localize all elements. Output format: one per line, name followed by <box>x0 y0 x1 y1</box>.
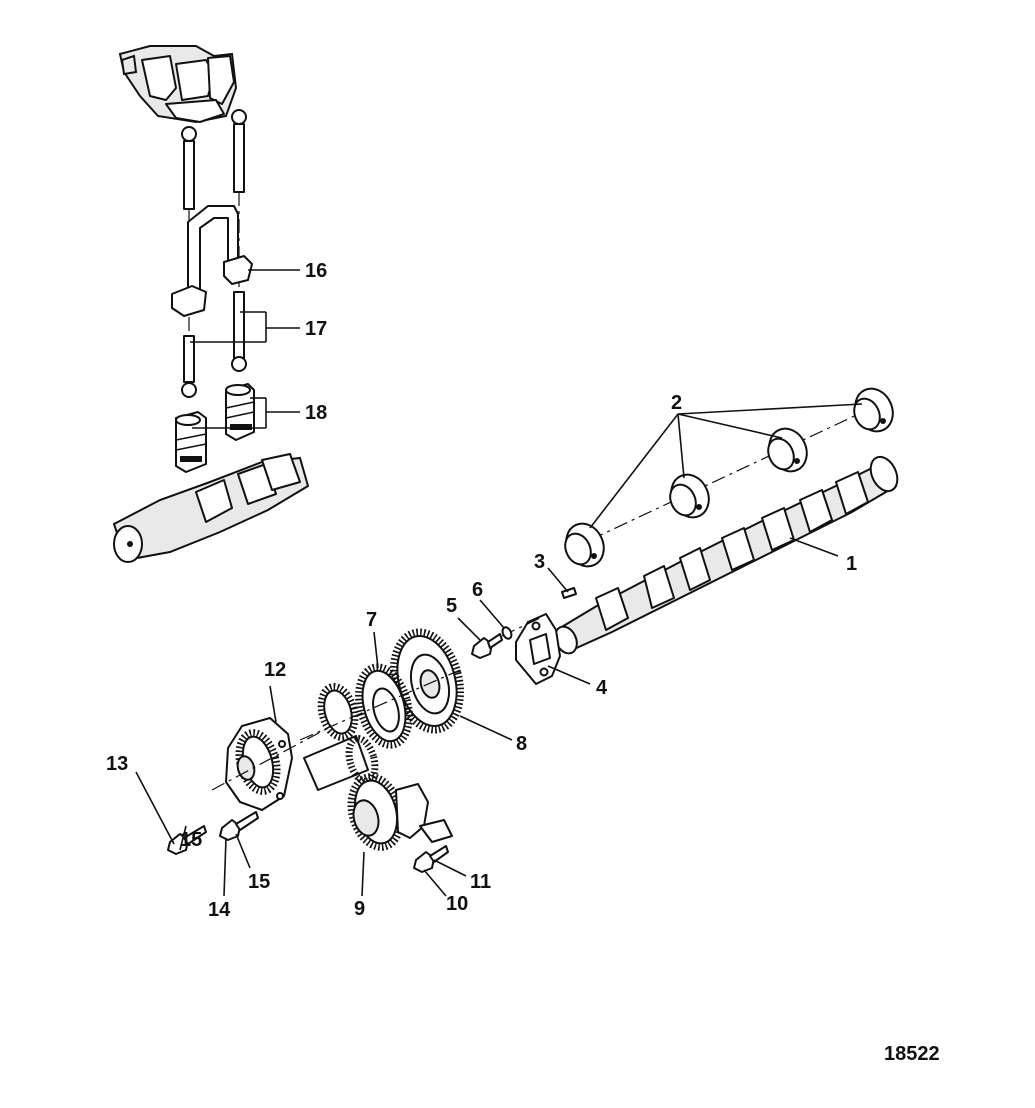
lower-gear-bolt <box>413 845 449 873</box>
callout-12: 12 <box>264 659 286 681</box>
callout-16: 16 <box>305 260 327 282</box>
callout-18: 18 <box>305 402 327 424</box>
valve-lifter-left <box>175 411 207 473</box>
woodruff-key <box>561 587 577 599</box>
camshaft-lobe-inset <box>112 453 310 563</box>
valve-lifter-right <box>225 383 255 441</box>
rocker-arm-inset <box>118 45 238 124</box>
callout-11: 11 <box>470 871 491 893</box>
camshaft-bearing-set <box>564 387 894 568</box>
callout-4: 4 <box>596 677 608 699</box>
callout-10: 10 <box>446 893 468 915</box>
callout-3: 3 <box>534 551 545 573</box>
thrust-plate <box>515 613 561 685</box>
camshaft-bearing-2 <box>669 473 710 519</box>
callout-14: 14 <box>208 899 231 921</box>
callout-15-lower: 15 <box>248 871 270 893</box>
callout-6: 6 <box>472 579 483 601</box>
callout-15-upper: 15 <box>180 829 202 851</box>
camshaft-bearing-3 <box>767 427 808 473</box>
camshaft-bearing-1 <box>564 522 605 568</box>
pushrod-right <box>231 109 247 372</box>
callout-8: 8 <box>516 733 527 755</box>
camshaft-bearing-4 <box>853 387 894 433</box>
camshaft <box>554 455 899 655</box>
leader-lines <box>135 269 863 897</box>
thrust-plate-washer <box>501 626 513 640</box>
callout-5: 5 <box>446 595 457 617</box>
figure-number: 18522 <box>884 1043 940 1065</box>
callout-2: 2 <box>671 392 682 414</box>
callout-9: 9 <box>354 898 365 920</box>
callout-17: 17 <box>305 318 327 340</box>
pushrod-guide <box>171 205 253 317</box>
housing-bolt-lower <box>219 811 259 841</box>
lower-gear-assembly <box>347 773 453 851</box>
callout-1: 1 <box>846 553 857 575</box>
front-gear-housing <box>211 717 329 811</box>
callout-13: 13 <box>106 753 128 775</box>
callout-7: 7 <box>366 609 377 631</box>
camshaft-gear <box>389 628 465 734</box>
callout-labels: 1 2 3 4 5 6 7 8 9 10 11 12 13 14 15 15 1… <box>106 260 857 921</box>
